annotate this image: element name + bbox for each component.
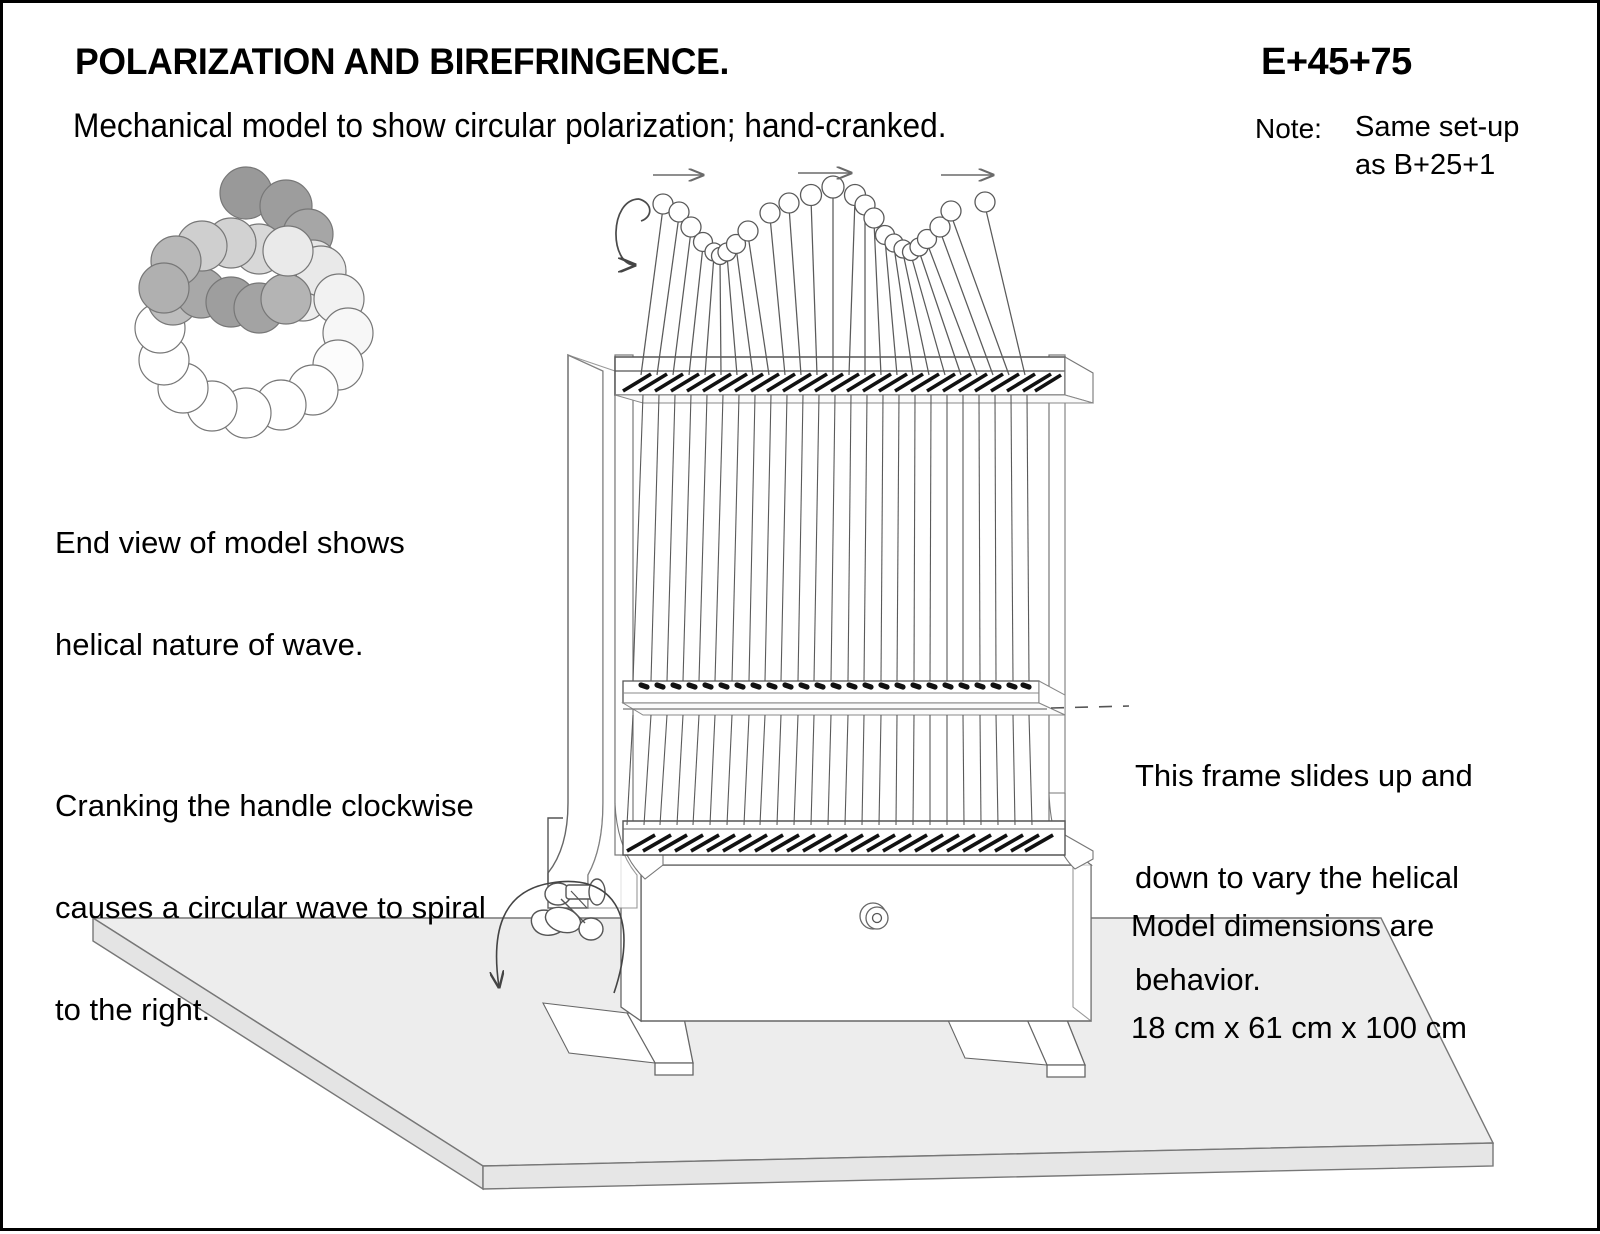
knob-icon: [859, 902, 889, 930]
top-rail-hatching: [622, 372, 1062, 393]
caption-sliding-frame: This frame slides up and down to vary th…: [1135, 691, 1473, 1065]
note-label: Note:: [1255, 113, 1322, 144]
sliding-frame[interactable]: [621, 680, 1066, 716]
caption-dimensions-line-2: 18 cm x 61 cm x 100 cm: [1131, 1010, 1467, 1045]
top-rail: [614, 356, 1094, 404]
rotation-arrow-icon: [615, 198, 651, 265]
table-surface: [90, 916, 1495, 1191]
caption-frame-line-3: behavior.: [1135, 962, 1261, 997]
caption-cranking: Cranking the handle clockwise causes a c…: [55, 721, 486, 1095]
helix-end-view-icon: [134, 166, 374, 439]
frame-uprights: [547, 353, 1094, 909]
caption-frame-line-1: This frame slides up and: [1135, 758, 1473, 793]
bottom-rail-hatching: [626, 833, 1054, 853]
bottom-rail: [622, 820, 1066, 856]
catalog-code: E+45+75: [1261, 41, 1412, 83]
rod-ball-tips: [652, 175, 996, 266]
caption-end-view-line-2: helical nature of wave.: [55, 627, 364, 662]
page-title: POLARIZATION AND BIREFRINGENCE.: [75, 41, 730, 82]
rod-bundle-upper-cage: [632, 394, 1030, 682]
caption-frame-line-2: down to vary the helical: [1135, 860, 1459, 895]
caption-cranking-line-3: to the right.: [55, 992, 211, 1027]
wave-travel-arrows: [653, 173, 993, 175]
rod-bundle-lower-cage: [626, 714, 1033, 826]
caption-cranking-line-2: causes a circular wave to spiral: [55, 890, 486, 925]
slide-bearings: [638, 682, 1032, 690]
stand-legs: [542, 1002, 1086, 1078]
crank-direction-arrow: [497, 880, 625, 994]
caption-end-view: End view of model shows helical nature o…: [55, 458, 405, 730]
cabinet-base: [618, 849, 1093, 1023]
note-line-1: Same set-up: [1355, 111, 1520, 143]
rod-bundle: [640, 191, 1026, 376]
apparatus-drawing: [90, 166, 1495, 1191]
caption-dimensions: Model dimensions are 18 cm x 61 cm x 100…: [1131, 841, 1467, 1113]
caption-end-view-line-1: End view of model shows: [55, 525, 405, 560]
hand-crank[interactable]: [530, 817, 606, 941]
page-subtitle: Mechanical model to show circular polari…: [73, 107, 947, 145]
caption-cranking-line-1: Cranking the handle clockwise: [55, 788, 474, 823]
note-line-2: as B+25+1: [1355, 149, 1496, 181]
caption-dimensions-line-1: Model dimensions are: [1131, 908, 1435, 943]
